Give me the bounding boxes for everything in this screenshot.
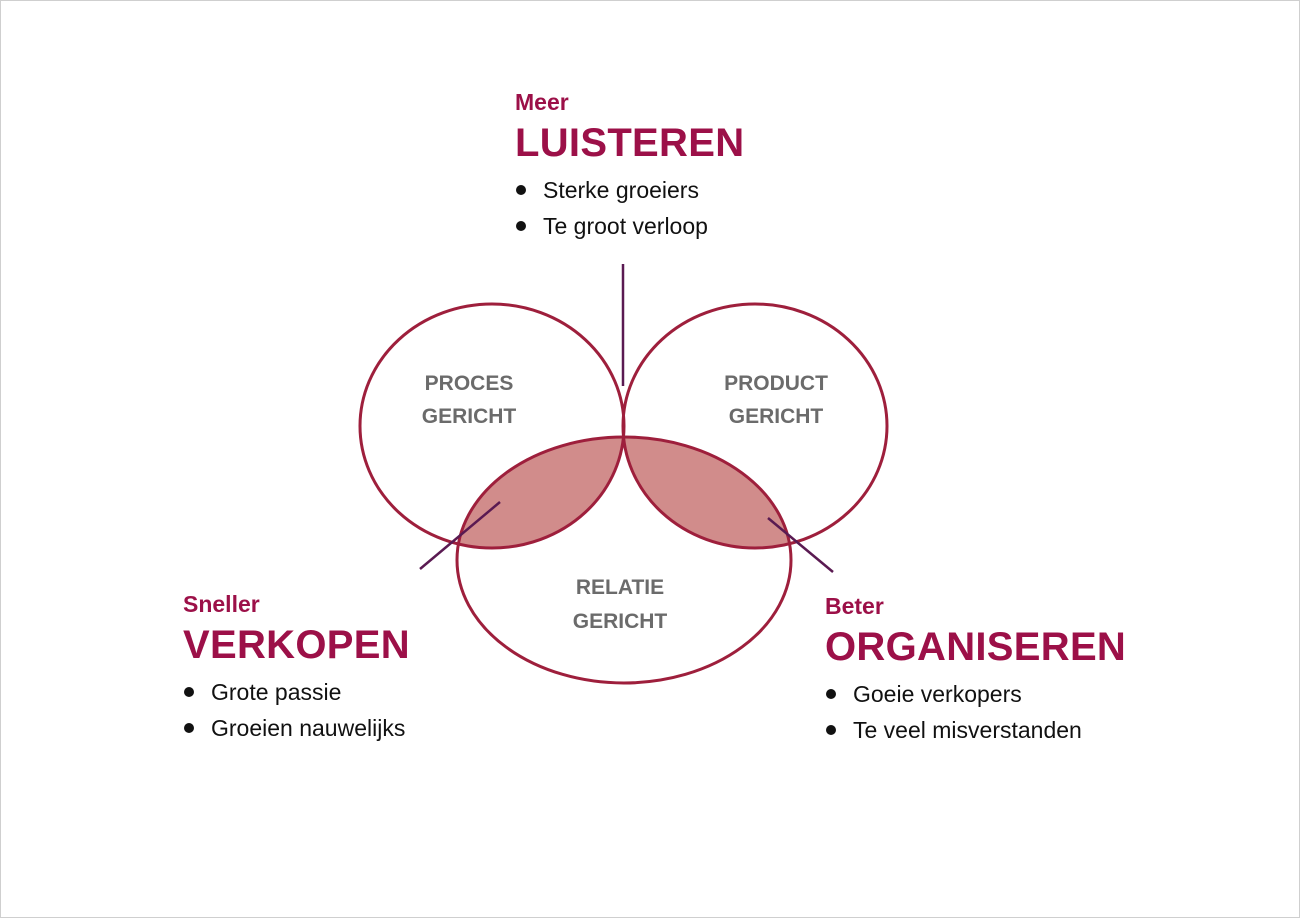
bullet-item: Goeie verkopers: [825, 676, 1126, 712]
circle-product: [621, 302, 889, 550]
bullet-item: Grote passie: [183, 674, 410, 710]
set-label-relatie-line2: GERICHT: [573, 610, 668, 633]
bullet-item: Groeien nauwelijks: [183, 710, 410, 746]
pointer-line-right: [767, 517, 834, 573]
overlap-product-relatie: [623, 437, 791, 548]
bullet-item: Te veel misverstanden: [825, 712, 1126, 748]
pointer-line-left: [419, 501, 501, 570]
overlap-fills: [457, 304, 791, 548]
callout-left-headline: VERKOPEN: [183, 623, 410, 667]
circle-relatie: [455, 435, 793, 685]
bullet-item: Te groot verloop: [515, 208, 744, 244]
callout-top-headline: LUISTEREN: [515, 121, 745, 165]
set-label-product-line1: PRODUCT: [724, 372, 828, 395]
callout-top-bullets: Sterke groeiers Te groot verloop: [515, 172, 744, 244]
callout-left-bullets: Grote passie Groeien nauwelijks: [183, 674, 410, 746]
set-label-relatie-line1: RELATIE: [576, 576, 664, 599]
callout-right-headline: ORGANISEREN: [825, 625, 1127, 669]
overlap-proces-relatie: [457, 437, 624, 548]
callout-right: Beter ORGANISEREN Goeie verkopers Te vee…: [825, 592, 1126, 748]
callout-right-bullets: Goeie verkopers Te veel misverstanden: [825, 676, 1126, 748]
set-label-proces-line1: PROCES: [425, 372, 514, 395]
callout-right-kicker: Beter: [825, 593, 884, 619]
callout-top: Meer LUISTEREN Sterke groeiers Te groot …: [515, 88, 744, 244]
set-label-proces-line2: GERICHT: [422, 405, 517, 428]
set-label-product-line2: GERICHT: [729, 405, 824, 428]
callout-left-kicker: Sneller: [183, 591, 260, 617]
bullet-item: Sterke groeiers: [515, 172, 744, 208]
callout-top-kicker: Meer: [515, 89, 569, 115]
callout-left: Sneller VERKOPEN Grote passie Groeien na…: [183, 590, 410, 746]
